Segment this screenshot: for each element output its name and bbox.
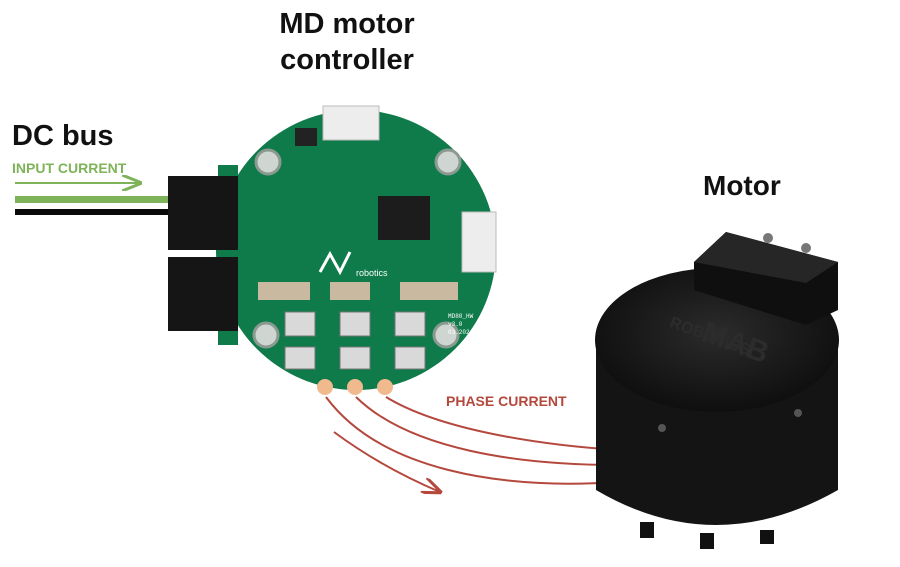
board-silk-model: MD80_HW: [448, 313, 474, 320]
controller-board: [168, 105, 497, 395]
motor-label: Motor: [703, 170, 781, 201]
input-current-label: INPUT CURRENT: [12, 160, 127, 176]
dc-bus-wires: [15, 196, 175, 215]
phase-current-curves: [325, 396, 619, 485]
phase-current-arrow: [333, 431, 440, 492]
dc-bus-label: DC bus: [12, 120, 114, 152]
board-brand-text: robotics: [356, 268, 388, 278]
controller-title: MD motor controller: [262, 6, 432, 78]
motor-body: [595, 232, 839, 549]
board-silk-version: v3.0: [448, 321, 463, 328]
controller-title-line1: MD motor: [279, 8, 415, 40]
controller-title-line2: controller: [280, 44, 414, 76]
phase-current-label: PHASE CURRENT: [446, 393, 567, 409]
board-silk-date: 03.2024: [448, 329, 474, 336]
